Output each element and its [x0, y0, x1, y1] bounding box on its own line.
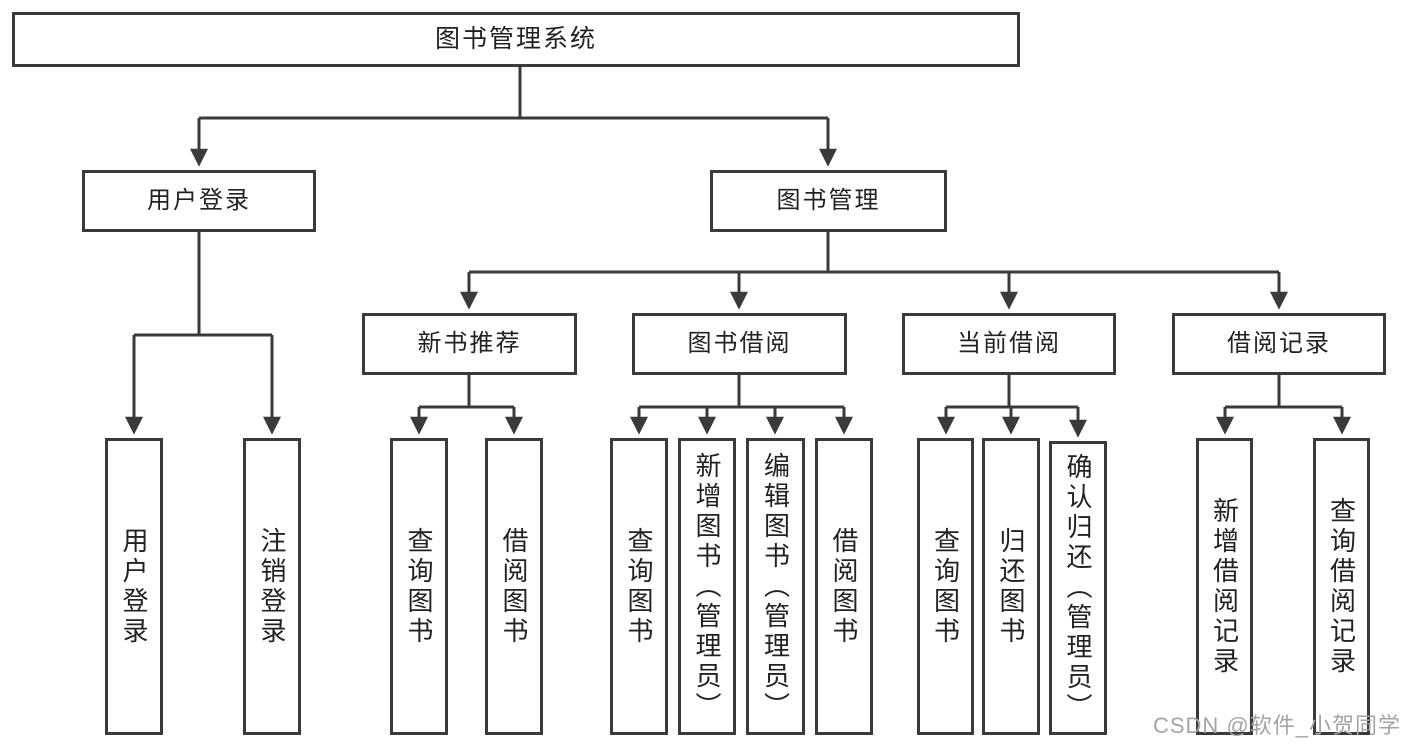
watermark: CSDN @软件_小贺同学 — [1152, 713, 1401, 738]
leaf-query-books-current: 查询图书 — [917, 438, 974, 735]
leaf-confirm-return-admin: 确认归还（管理员） — [1049, 441, 1107, 735]
leaf-query-borrow-record: 查询借阅记录 — [1313, 438, 1370, 735]
leaf-logout: 注销登录 — [243, 438, 301, 735]
leaf-borrow-books-borrowing: 借阅图书 — [815, 438, 873, 735]
leaf-borrow-books-recommend: 借阅图书 — [485, 438, 543, 735]
node-user-login: 用户登录 — [82, 170, 316, 232]
node-borrowing-records: 借阅记录 — [1172, 313, 1386, 375]
node-library-management-system: 图书管理系统 — [12, 12, 1020, 67]
node-current-borrowing: 当前借阅 — [902, 313, 1116, 375]
node-book-management: 图书管理 — [710, 170, 947, 232]
leaf-add-books-admin: 新增图书（管理员） — [678, 438, 736, 735]
leaf-return-books: 归还图书 — [982, 438, 1040, 735]
node-book-borrowing: 图书借阅 — [632, 313, 847, 375]
leaf-user-login: 用户登录 — [105, 438, 163, 735]
node-new-book-recommendation: 新书推荐 — [362, 313, 577, 375]
leaf-add-borrow-record: 新增借阅记录 — [1196, 438, 1253, 735]
leaf-query-books-recommend: 查询图书 — [390, 438, 448, 735]
leaf-edit-books-admin: 编辑图书（管理员） — [746, 438, 805, 735]
leaf-query-books-borrowing: 查询图书 — [610, 438, 668, 735]
